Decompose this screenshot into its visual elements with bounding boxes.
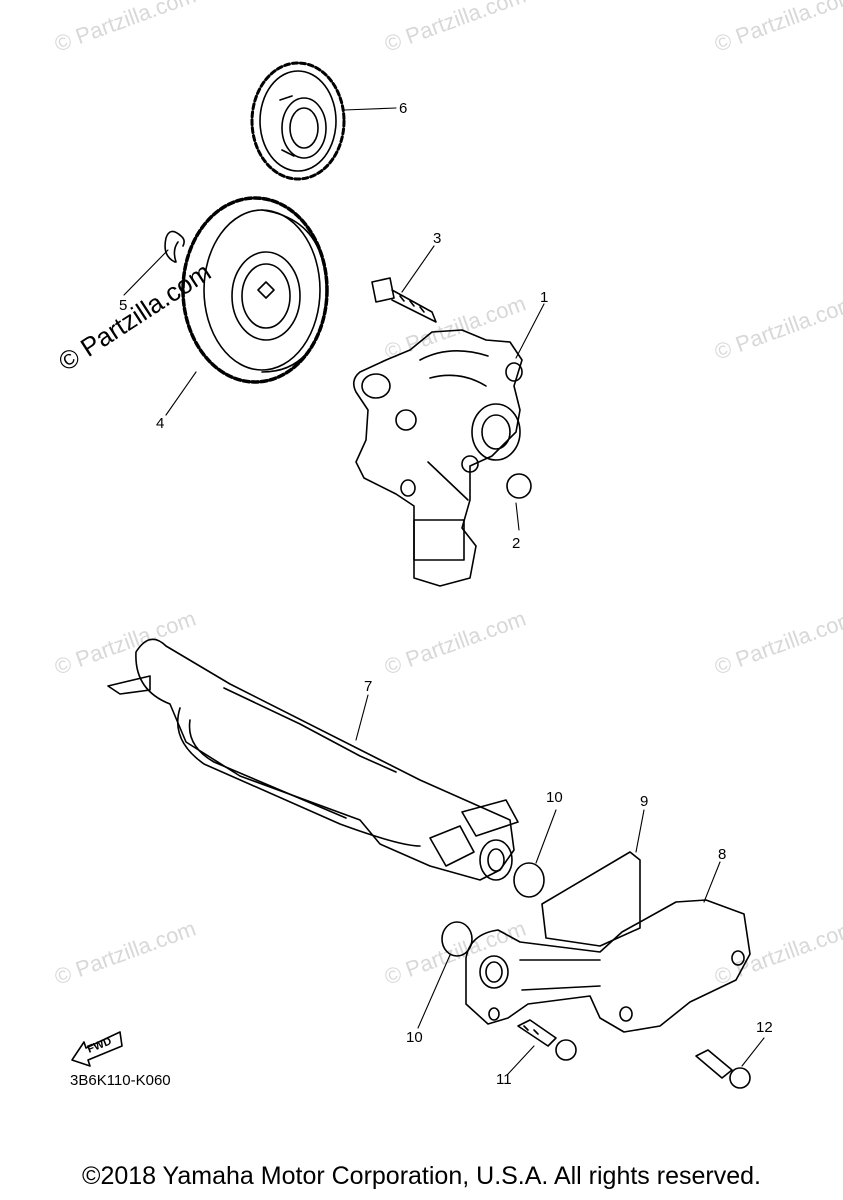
- part-10-o-ring: [513, 862, 545, 898]
- watermark: © Partzilla.com: [51, 0, 199, 57]
- watermark-layer: © Partzilla.com © Partzilla.com © Partzi…: [51, 0, 843, 990]
- watermark: © Partzilla.com: [711, 291, 843, 365]
- callout-3: 3: [433, 230, 441, 247]
- part-11-bolt: [517, 1019, 577, 1061]
- part-4-drive-gear: [181, 196, 329, 384]
- callout-10: 10: [546, 789, 563, 806]
- leader-lines: [123, 107, 765, 1075]
- fwd-label: FWD: [86, 1035, 114, 1056]
- copyright-notice: ©2018 Yamaha Motor Corporation, U.S.A. A…: [82, 1162, 761, 1190]
- part-3-bolt: [371, 277, 437, 323]
- callout-4: 4: [156, 415, 164, 432]
- fwd-arrow-icon: [71, 1031, 123, 1067]
- part-8-oil-pipe: [465, 899, 751, 1033]
- part-1-oil-pump: [352, 329, 523, 587]
- diagram-code: 3B6K110-K060: [70, 1072, 171, 1089]
- watermark: © Partzilla.com: [381, 0, 529, 57]
- part-5-circlip: [164, 230, 185, 263]
- callout-9: 9: [640, 793, 648, 810]
- part-2-o-ring: [506, 473, 532, 499]
- watermark: © Partzilla.com: [711, 916, 843, 990]
- part-6-driven-gear: [250, 61, 346, 181]
- callout-10: 10: [406, 1029, 423, 1046]
- watermark: © Partzilla.com: [51, 916, 199, 990]
- callout-6: 6: [399, 100, 407, 117]
- watermark-prominent: © Partzilla.com: [53, 256, 216, 377]
- part-10-o-ring: [441, 921, 473, 957]
- callout-1: 1: [540, 289, 548, 306]
- callout-8: 8: [718, 846, 726, 863]
- callout-11: 11: [496, 1071, 512, 1088]
- watermark: © Partzilla.com: [381, 606, 529, 680]
- watermark: © Partzilla.com: [711, 606, 843, 680]
- callout-12: 12: [756, 1019, 773, 1036]
- watermark: © Partzilla.com: [711, 0, 843, 57]
- part-7-oil-strainer: [107, 638, 519, 881]
- callout-5: 5: [119, 297, 127, 314]
- callout-2: 2: [512, 535, 520, 552]
- callout-7: 7: [364, 678, 372, 695]
- watermark: © Partzilla.com: [51, 606, 199, 680]
- part-9-gasket: [541, 851, 641, 947]
- part-12-bolt: [695, 1049, 751, 1089]
